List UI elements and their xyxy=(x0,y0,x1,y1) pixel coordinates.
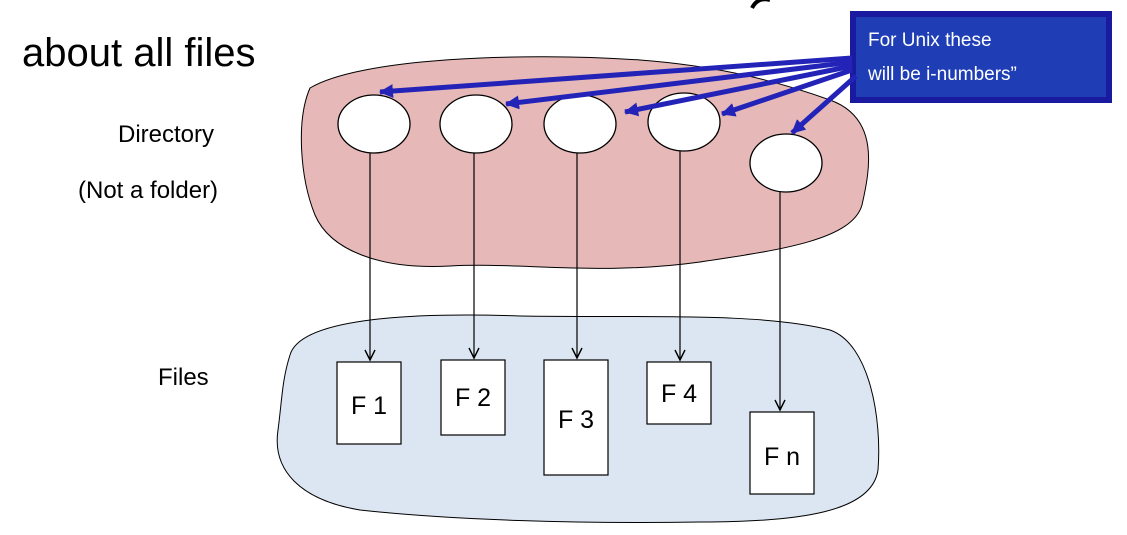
callout-box xyxy=(850,11,1112,103)
cropped-title-glyph xyxy=(750,0,770,9)
file-label-3: F 3 xyxy=(558,406,594,434)
directory-label: Directory xyxy=(118,121,214,148)
callout-arrow-3 xyxy=(624,63,853,117)
callout-arrow-5 xyxy=(790,74,858,135)
callout-line-2: will be i-numbers” xyxy=(867,64,1017,85)
file-box-3 xyxy=(543,359,609,476)
file-label-n: F n xyxy=(764,443,800,471)
files-label: Files xyxy=(158,364,209,391)
callout-arrow-1 xyxy=(379,55,853,99)
file-box-4 xyxy=(646,361,712,425)
directory-entry-4 xyxy=(647,92,721,152)
directory-entry-2 xyxy=(439,94,513,154)
callout-arrow-2 xyxy=(505,59,853,110)
file-box-n xyxy=(749,411,815,495)
callout-line-1: For Unix these xyxy=(868,30,992,51)
directory-entry-1 xyxy=(337,94,411,154)
directory-entry-3 xyxy=(543,94,617,154)
file-label-1: F 1 xyxy=(351,392,387,420)
file-box-1 xyxy=(336,361,402,445)
file-label-2: F 2 xyxy=(455,384,491,412)
file-label-4: F 4 xyxy=(661,380,697,408)
file-box-2 xyxy=(440,359,506,436)
slide-title-fragment: about all files xyxy=(22,31,255,75)
callout-arrow-4 xyxy=(721,67,853,117)
not-a-folder-label: (Not a folder) xyxy=(78,177,218,204)
directory-entry-5 xyxy=(749,133,823,193)
